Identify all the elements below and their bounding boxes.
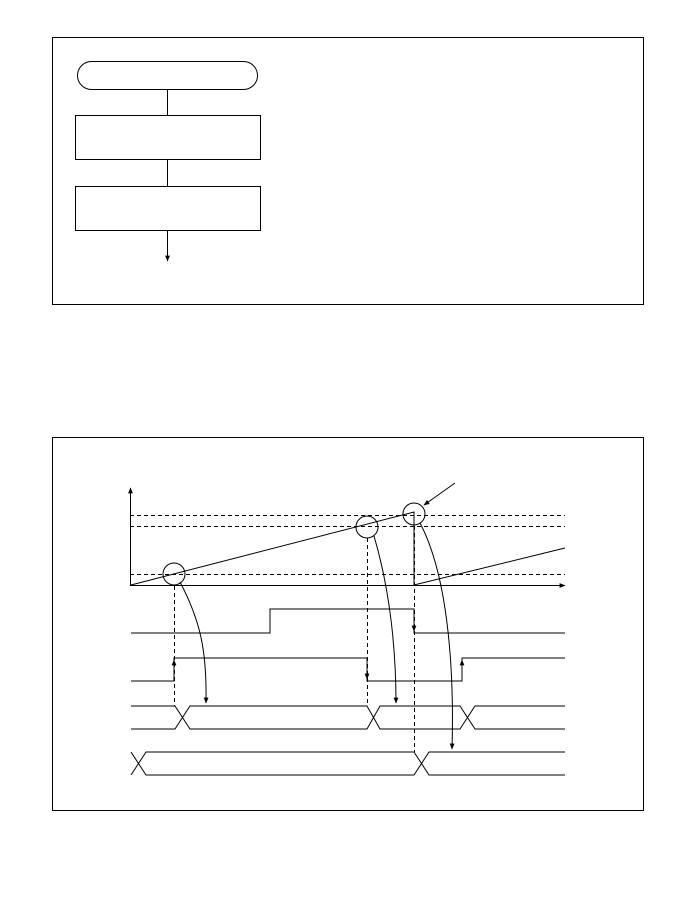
flowchart-figure — [52, 37, 644, 305]
signal-1-waveform — [131, 608, 565, 634]
bus-1-waveform — [131, 705, 565, 730]
causality-arrow — [373, 535, 399, 704]
bus-2-waveform — [130, 751, 565, 776]
causality-arrow — [179, 581, 209, 704]
signal-2-waveform — [131, 657, 565, 682]
annotation-pointer-arrow — [423, 482, 456, 506]
flowchart-terminal — [77, 61, 258, 90]
flowchart-frame — [52, 37, 644, 305]
crossing-point-marker — [402, 502, 426, 526]
crossing-point-marker — [355, 515, 379, 539]
crossing-point-marker — [162, 562, 186, 586]
timing-diagram-frame — [52, 437, 644, 811]
timing-diagram-figure — [52, 437, 644, 811]
causality-arrow — [419, 522, 455, 750]
flowchart-step-box — [75, 115, 261, 160]
flowchart-step-box — [75, 186, 261, 231]
